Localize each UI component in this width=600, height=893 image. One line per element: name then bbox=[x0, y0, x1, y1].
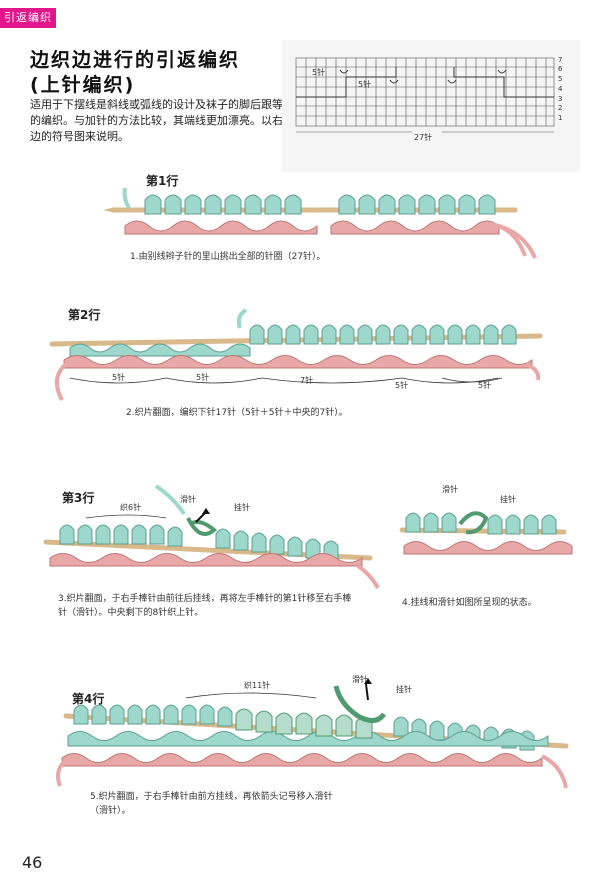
chart-label-left: 5针 bbox=[312, 67, 325, 77]
knit-label: 织6针 bbox=[120, 502, 141, 512]
step-1-illustration bbox=[103, 187, 537, 259]
row-number: 5 bbox=[558, 75, 562, 83]
step-5-illustration: 织11针 滑针 挂针 bbox=[56, 674, 569, 789]
yo-label: 挂针 bbox=[396, 684, 412, 694]
title-line-2: (上针编织) bbox=[30, 74, 136, 96]
slip-label: 滑针 bbox=[442, 484, 458, 494]
row-number: 7 bbox=[558, 56, 562, 64]
row-number: 2 bbox=[558, 104, 562, 112]
step-1-caption: 1.由别线辫子针的里山挑出全部的针圈（27针）。 bbox=[130, 252, 326, 262]
step-2-illustration: 5针 5针 7针 5针 5针 bbox=[49, 308, 543, 401]
step-3-caption: 3.织片翻面，于右手棒针由前往后挂线，再将左手棒针的第1针移至右手棒针（滑针）。… bbox=[58, 594, 352, 618]
yo-label: 挂针 bbox=[234, 502, 250, 512]
page-number: 46 bbox=[22, 853, 43, 872]
row-number: 6 bbox=[558, 65, 563, 73]
row-number: 3 bbox=[558, 95, 562, 103]
step-4-caption: 4.挂线和滑针如图所呈现的状态。 bbox=[402, 598, 537, 608]
title-line-1: 边织边进行的引返编织 bbox=[30, 49, 241, 71]
step-1-label: 第1行 bbox=[146, 174, 179, 188]
slip-label: 滑针 bbox=[352, 674, 368, 684]
intro-paragraph: 适用于下摆线是斜线或弧线的设计及袜子的脚后跟等的编织。与加针的方法比较，其端线更… bbox=[30, 98, 283, 143]
knit-label: 织11针 bbox=[244, 680, 270, 690]
step-3-illustration: 织6针 滑针 挂针 bbox=[43, 484, 380, 590]
page-title: 边织边进行的引返编织 (上针编织) bbox=[30, 48, 240, 98]
row-number: 1 bbox=[558, 114, 562, 122]
step-3-label: 第3行 bbox=[62, 491, 95, 505]
step-2-label: 第2行 bbox=[68, 308, 101, 322]
slip-label: 滑针 bbox=[180, 494, 196, 504]
chart-label-bottom: 27针 bbox=[414, 132, 432, 142]
row-number: 4 bbox=[558, 85, 563, 93]
step-4-illustration: 滑针 挂针 bbox=[399, 484, 573, 555]
step-5-caption: 5.织片翻面，于右手棒针由前方挂线，再依箭头记号移入滑针（滑针）。 bbox=[90, 792, 333, 816]
count-label: 7针 bbox=[300, 375, 313, 385]
yo-label: 挂针 bbox=[500, 494, 516, 504]
chart-label-mid: 5针 bbox=[358, 79, 371, 89]
step-5-label: 第4行 bbox=[72, 692, 105, 706]
symbol-chart: 7 6 5 4 3 2 1 5针 5针 27针 bbox=[295, 56, 563, 142]
count-label: 5针 bbox=[112, 372, 125, 382]
step-2-caption: 2.织片翻面，编织下针17针（5针＋5针＋中央的7针）。 bbox=[126, 408, 348, 418]
count-label: 5针 bbox=[196, 372, 209, 382]
count-label: 5针 bbox=[478, 380, 491, 390]
section-tag: 引返编织 bbox=[0, 8, 56, 28]
count-label: 5针 bbox=[395, 380, 408, 390]
